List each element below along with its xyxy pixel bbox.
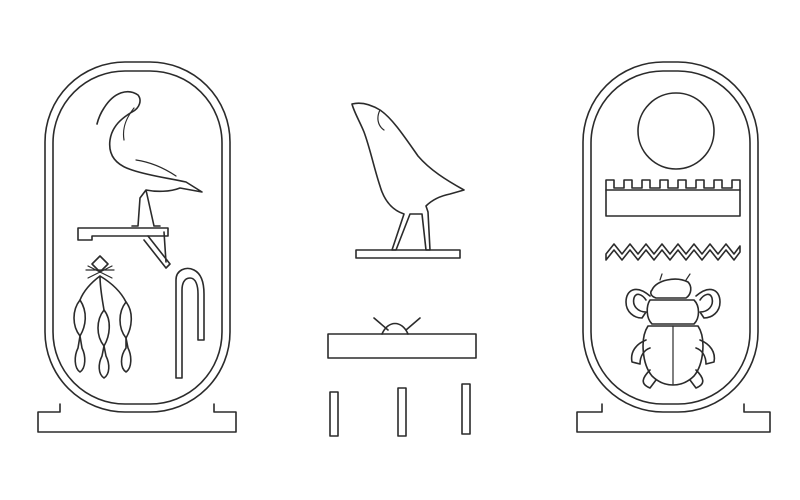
- cartouche-base: [37, 403, 237, 433]
- right-cartouche: [576, 61, 771, 433]
- lotus-cluster-icon: [73, 255, 133, 379]
- perch-icon: [77, 227, 171, 269]
- cartouche-inner-ring: [52, 70, 223, 405]
- stroke-icon: [329, 391, 339, 437]
- offering-table-icon: [327, 317, 477, 359]
- quail-chick-icon: [351, 102, 465, 259]
- sun-disc-icon: [637, 92, 715, 170]
- stroke-icon: [397, 387, 407, 437]
- cartouche-outer-ring: [44, 61, 231, 413]
- ibis-icon: [96, 91, 203, 227]
- cartouche-base: [576, 403, 771, 433]
- stroke-icon: [461, 383, 471, 435]
- center-group: [327, 102, 477, 437]
- cartouche-inner-ring: [590, 70, 751, 405]
- left-cartouche: [37, 61, 237, 433]
- water-zigzag-icon: [605, 243, 741, 261]
- shepherd-crook-icon: [175, 267, 205, 379]
- scarab-icon: [625, 273, 721, 389]
- cartouche-outer-ring: [582, 61, 759, 413]
- crenellated-bar-icon: [605, 179, 741, 217]
